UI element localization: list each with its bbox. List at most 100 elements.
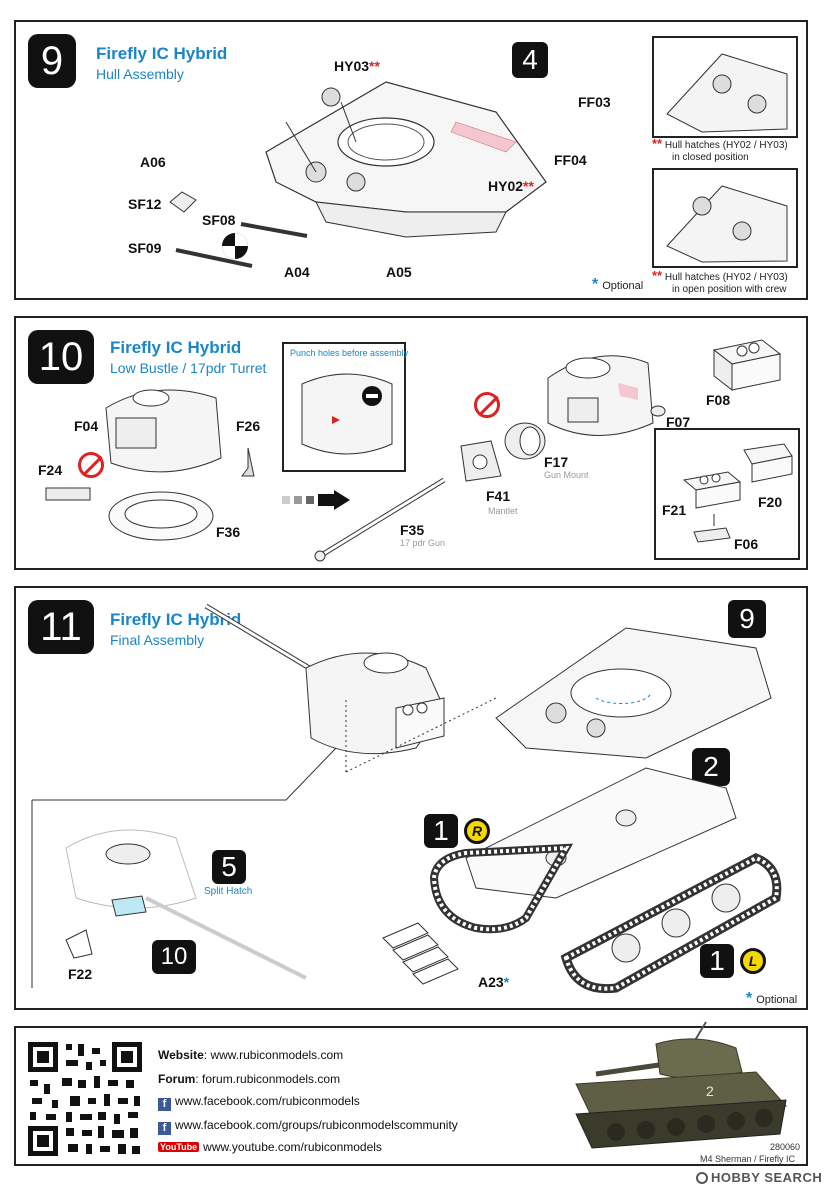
step11-number: 11: [28, 600, 94, 654]
arrow-right-icon: [282, 490, 350, 510]
footer-website[interactable]: Website: www.rubiconmodels.com: [158, 1048, 344, 1062]
label-f20: F20: [758, 494, 783, 510]
turret-inset-drawing: [65, 829, 307, 980]
step9-ref-badge: 4: [512, 42, 548, 78]
turret-ref-badge: 10: [152, 940, 196, 974]
label-f35: F35: [400, 522, 425, 538]
label-f17: F17: [544, 454, 569, 470]
step9-panel: 9 Firefly IC Hybrid Hull Assembly 4 HY03…: [14, 20, 808, 300]
label-sf08: SF08: [202, 212, 236, 228]
step10-panel: 10 Firefly IC Hybrid Low Bustle / 17pdr …: [14, 316, 808, 570]
tank-number: 2: [706, 1083, 714, 1099]
label-sf12: SF12: [128, 196, 162, 212]
label-f04: F04: [74, 418, 99, 434]
step9-number: 9: [28, 34, 76, 88]
punch-holes-inset: Punch holes before assembly: [282, 342, 409, 472]
pin-marker-icon: [222, 233, 248, 259]
no-glue-icon-f24: [78, 452, 104, 478]
stowage-box-inset: [654, 428, 800, 560]
step11-ref-hull: 9: [728, 600, 766, 638]
label-ff04: FF04: [554, 152, 587, 168]
label-a04: A04: [284, 264, 310, 280]
label-a23: A23*: [478, 974, 510, 990]
step11-subtitle: Final Assembly: [110, 632, 205, 648]
upper-hull-drawing: [495, 627, 772, 759]
label-f21: F21: [662, 502, 687, 518]
label-sf09: SF09: [128, 240, 162, 256]
label-ff03: FF03: [578, 94, 611, 110]
step11-ref-lower: 2: [692, 748, 730, 786]
turret-top-drawing: [547, 355, 654, 436]
product-code: 280060: [770, 1142, 801, 1152]
hull-open-drawing: [666, 185, 788, 263]
label-f06: F06: [734, 536, 759, 552]
label-hy03: HY03**: [334, 58, 380, 74]
hull-closed-drawing: [666, 53, 788, 133]
inset-hatches-open: [652, 168, 798, 268]
step10-subtitle: Low Bustle / 17pdr Turret: [110, 360, 267, 376]
track-left-badge: L: [740, 948, 766, 974]
step10-number: 10: [28, 330, 94, 384]
stowage-box-drawing: [682, 443, 793, 543]
turret-base-drawing: [105, 389, 222, 473]
label-f41: F41: [486, 488, 511, 504]
f07-part-drawing: [650, 405, 666, 417]
footer-forum[interactable]: Forum: forum.rubiconmodels.com: [158, 1072, 341, 1086]
turret-ring-drawing: [108, 491, 214, 541]
turret-assembled-drawing: [204, 603, 445, 755]
f24-part-drawing: [45, 487, 91, 501]
step10-title: Firefly IC Hybrid: [110, 338, 242, 357]
facebook-icon: f: [158, 1122, 171, 1135]
track-right-drawing: [429, 843, 574, 934]
a23-track-links-drawing: [382, 922, 459, 985]
f08-box-drawing: [712, 339, 782, 392]
label-f26: F26: [236, 418, 261, 434]
punch-holes-note: Punch holes before assembly: [290, 348, 409, 358]
sf09-rack-drawing: [175, 248, 253, 268]
mantlet-drawing: [460, 440, 502, 482]
step11-title: Firefly IC Hybrid: [110, 610, 242, 629]
footer-panel: Website: www.rubiconmodels.com Forum: fo…: [14, 1021, 808, 1166]
track-left-drawing: [560, 853, 782, 994]
step9-optional-note: *Optional: [592, 276, 644, 293]
f26-part-drawing: [241, 447, 255, 477]
caption-open: ** Hull hatches (HY02 / HY03) in open po…: [652, 268, 788, 295]
label-f22: F22: [68, 966, 93, 982]
watermark-logo-icon: [696, 1172, 708, 1184]
sf12-part-drawing: [169, 191, 197, 213]
label-hy02: HY02**: [488, 178, 534, 194]
watermark: HOBBY SEARCH: [696, 1170, 822, 1185]
caption-closed: ** Hull hatches (HY02 / HY03) in closed …: [652, 136, 788, 163]
label-f36: F36: [216, 524, 241, 540]
step11-panel: 11 Firefly IC Hybrid Final Assembly 9 2 …: [14, 586, 808, 1010]
step11-optional-note: *Optional: [746, 990, 798, 1007]
tank-photo: 2: [575, 1021, 788, 1149]
step11-ref-track-r: 1: [424, 814, 458, 848]
split-hatch-ref-badge: 5: [212, 850, 246, 884]
track-right-badge: R: [464, 818, 490, 844]
label-f24: F24: [38, 462, 63, 478]
label-f08: F08: [706, 392, 731, 408]
no-glue-icon-f17: [474, 392, 500, 418]
label-a05: A05: [386, 264, 412, 280]
connector-lines: [31, 697, 497, 988]
inset-hatches-closed: [652, 36, 798, 138]
step11-ref-track-l: 1: [700, 944, 734, 978]
step9-title: Firefly IC Hybrid: [96, 44, 228, 63]
qr-code-icon: [26, 1040, 144, 1158]
step9-subtitle: Hull Assembly: [96, 66, 184, 82]
youtube-icon: YouTube: [158, 1142, 200, 1152]
sf08-rack-drawing: [240, 222, 308, 238]
product-name: M4 Sherman / Firefly IC: [700, 1154, 796, 1164]
note-mantlet: Mantlet: [488, 506, 518, 516]
hull-drawing: [265, 81, 547, 238]
label-f07: F07: [666, 414, 691, 430]
label-a06: A06: [140, 154, 166, 170]
split-hatch-label: Split Hatch: [204, 886, 253, 897]
gun-mount-drawing: [504, 422, 546, 460]
gun-barrel-drawing: [314, 477, 446, 562]
turret-interior-drawing: [301, 373, 393, 455]
